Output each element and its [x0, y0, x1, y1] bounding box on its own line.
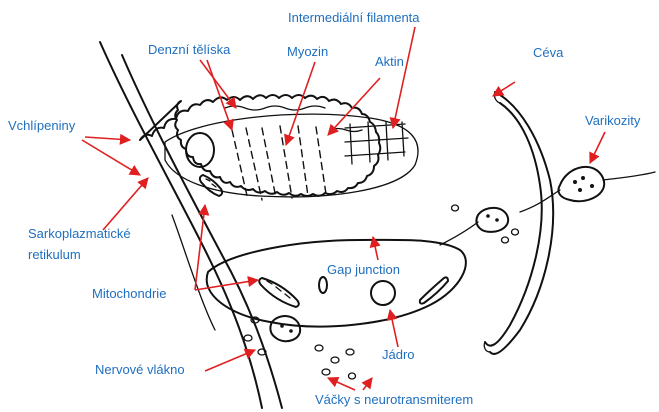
blood-vessel: [484, 92, 553, 354]
label-vchlipeniny: Vchlípeniny: [8, 118, 75, 134]
label-ceva: Céva: [533, 45, 563, 61]
label-jadro: Jádro: [382, 347, 415, 363]
muscle-cell-upper: [140, 95, 418, 200]
label-mitochondrie: Mitochondrie: [92, 286, 166, 302]
annotation-arrows: [82, 27, 605, 390]
label-intermedialni-filamenta: Intermediální filamenta: [288, 10, 420, 26]
label-denzni-teliska: Denzní tělíska: [148, 42, 230, 58]
label-varikozity: Varikozity: [585, 113, 640, 129]
muscle-cell-lower: [207, 240, 466, 327]
label-sarkoplazmaticke: Sarkoplazmatické: [28, 226, 131, 242]
label-retikulum: retikulum: [28, 247, 81, 263]
label-vacky: Váčky s neurotransmiterem: [315, 392, 473, 408]
label-gap-junction: Gap junction: [327, 262, 400, 278]
label-myozin: Myozin: [287, 44, 328, 60]
label-nervove-vlakno: Nervové vlákno: [95, 362, 185, 378]
label-aktin: Aktin: [375, 54, 404, 70]
